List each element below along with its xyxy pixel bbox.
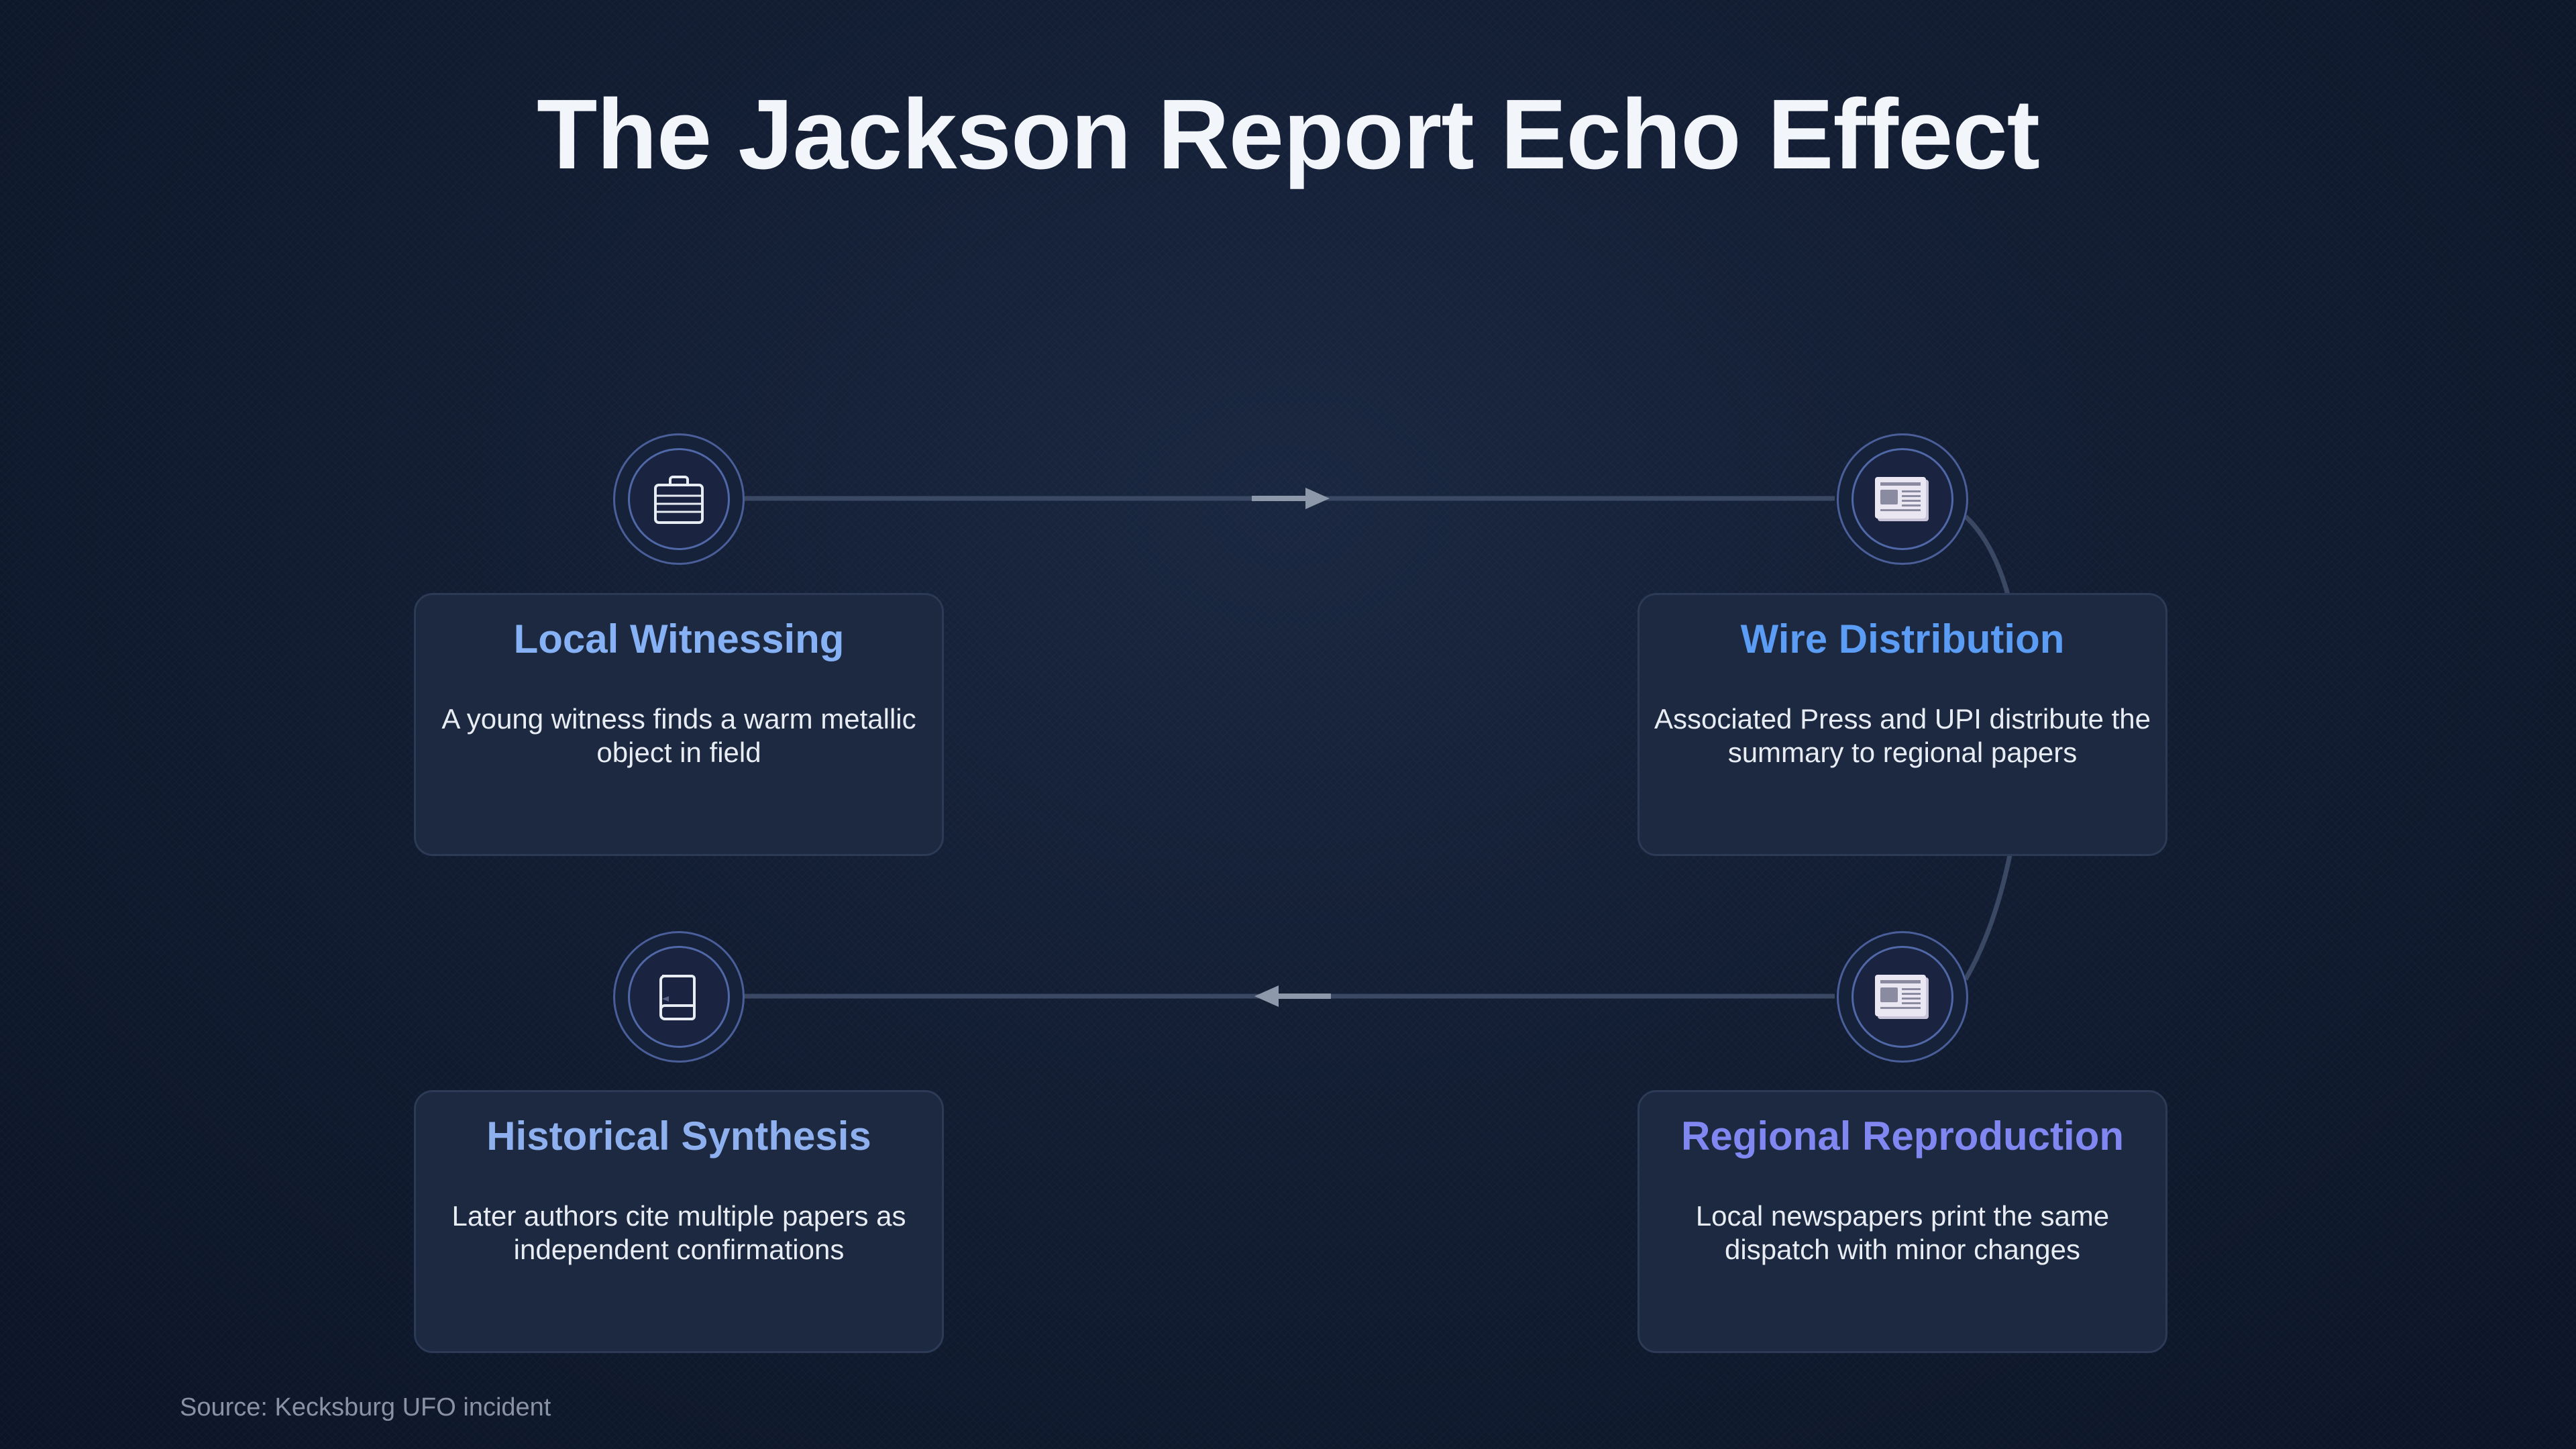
source-note: Source: Kecksburg UFO incident [180,1393,551,1421]
newspaper-icon [1875,477,1929,521]
stage-icon-local-witnessing [613,433,745,565]
stage-description: Later authors cite multiple papers as in… [451,1200,906,1265]
stage-card-local-witnessing: Local Witnessing A young witness finds a… [414,593,944,856]
stage-card-regional-reproduction: Regional Reproduction Local newspapers p… [1638,1090,2167,1353]
stage-heading: Regional Reproduction [1681,1114,2124,1159]
arrow-right-icon [1252,488,1330,509]
stage-heading: Wire Distribution [1740,616,2065,661]
stage-icon-regional-reproduction [1837,931,1968,1063]
stage-description: A young witness finds a warm metallic ob… [441,703,916,768]
page-title: The Jackson Report Echo Effect [537,79,2040,190]
briefcase-icon [654,476,704,524]
newspaper-icon [1875,975,1929,1019]
stage-description: Associated Press and UPI distribute the … [1654,703,2151,768]
stage-icon-wire-distribution [1837,433,1968,565]
stage-icon-historical-synthesis [613,931,745,1063]
stage-description: Local newspapers print the same dispatch… [1695,1200,2110,1265]
book-icon [659,975,696,1020]
stage-card-historical-synthesis: Historical Synthesis Later authors cite … [414,1090,944,1353]
arrow-left-icon [1254,985,1331,1007]
stage-card-wire-distribution: Wire Distribution Associated Press and U… [1638,593,2167,856]
stage-heading: Local Witnessing [513,616,845,661]
stage-heading: Historical Synthesis [486,1114,871,1159]
